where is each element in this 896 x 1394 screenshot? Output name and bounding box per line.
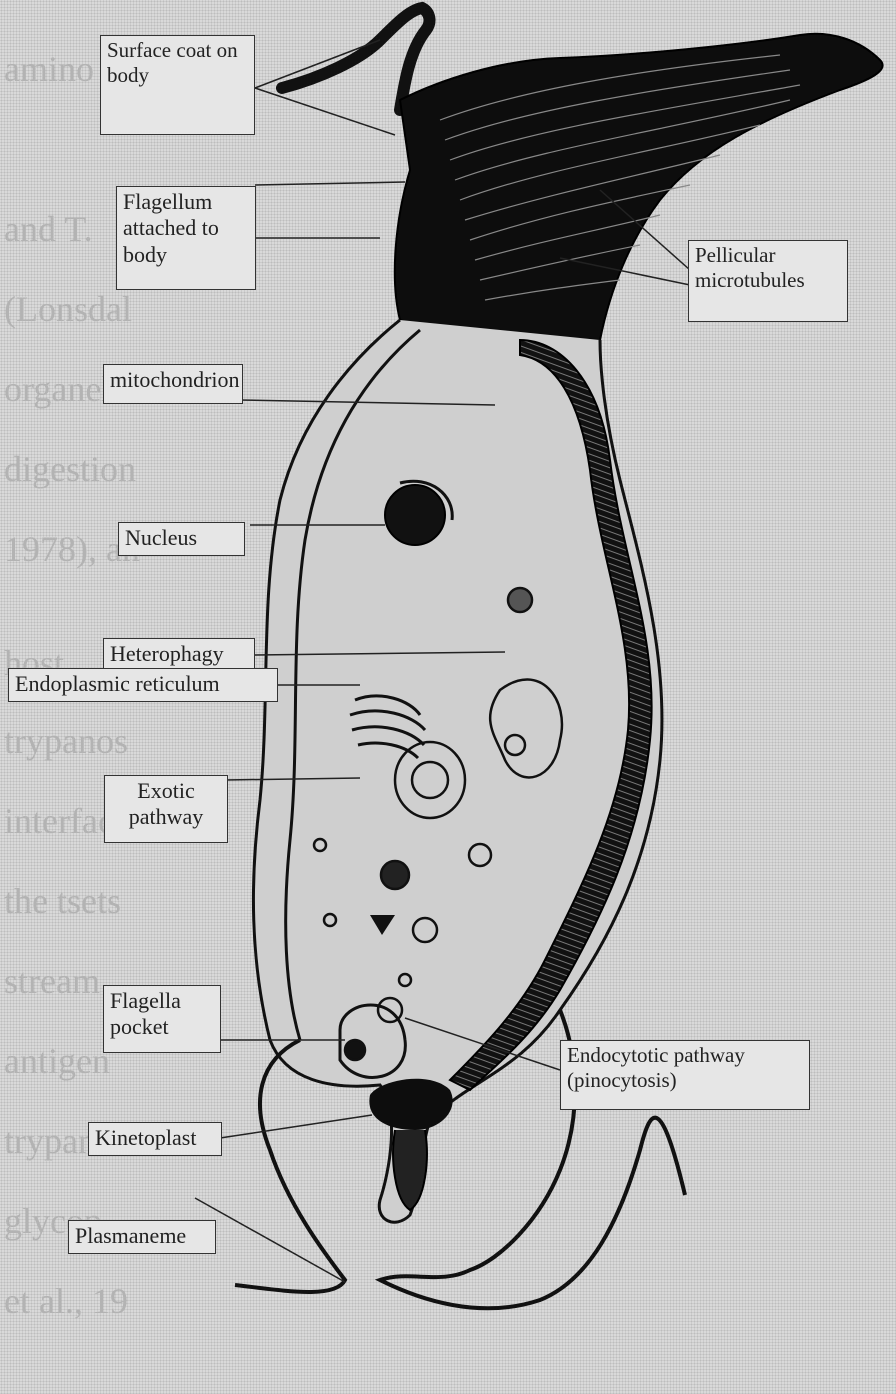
label-heterophagy: Heterophagy [103, 638, 255, 670]
label-exotic-pathway: Exotic pathway [104, 775, 228, 843]
label-pellicular-microtubules: Pellicular microtubules [688, 240, 848, 322]
kinetoplast-shape [369, 1079, 452, 1130]
label-endoplasmic-reticulum: Endoplasmic reticulum [8, 668, 278, 702]
label-endocytotic-pathway: Endocytotic pathway (pinocytosis) [560, 1040, 810, 1110]
label-flagella-pocket: Flagella pocket [103, 985, 221, 1053]
label-kinetoplast: Kinetoplast [88, 1122, 222, 1156]
label-plasmaneme: Plasmaneme [68, 1220, 216, 1254]
label-nucleus: Nucleus [118, 522, 245, 556]
label-mitochondrion: mitochondrion [103, 364, 243, 404]
nucleus-shape [385, 485, 445, 545]
label-surface-coat: Surface coat on body [100, 35, 255, 135]
flagellum-tip [282, 8, 429, 110]
label-flagellum-attached: Flagellum attached to body [116, 186, 256, 290]
